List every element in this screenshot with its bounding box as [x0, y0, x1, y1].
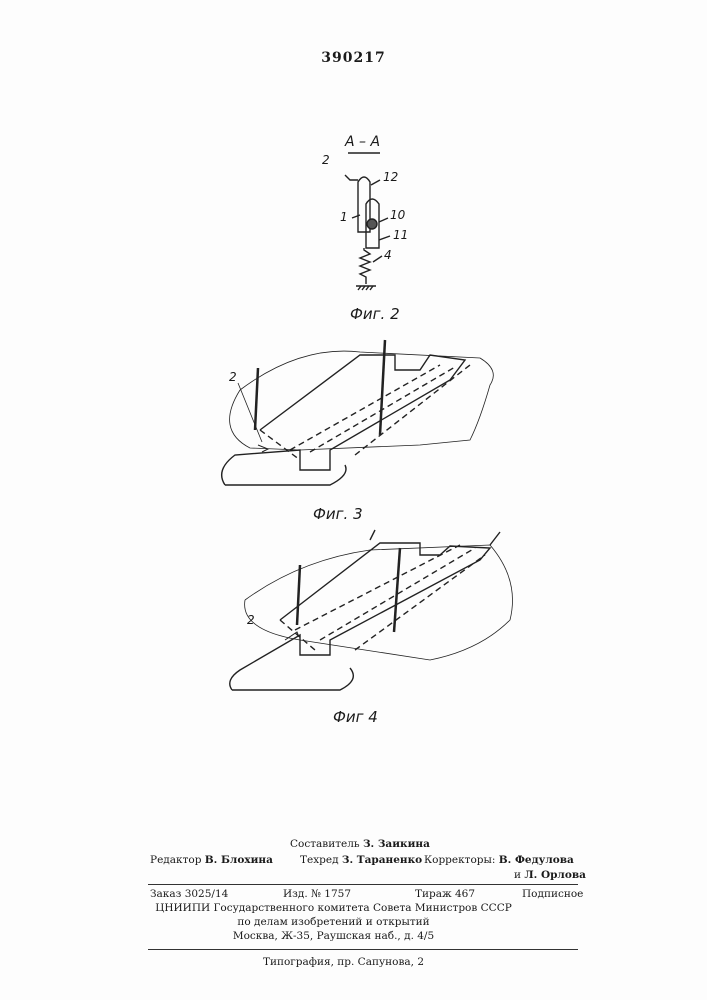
corrector1-name: В. Федулова	[499, 854, 574, 866]
editor-line: Редактор В. Блохина	[150, 854, 273, 866]
order-number: Заказ 3025/14	[150, 888, 228, 900]
editor-name: В. Блохина	[205, 854, 273, 866]
fig4-drawing	[230, 530, 513, 690]
org-address: Москва, Ж-35, Раушская наб., д. 4/5	[0, 930, 687, 942]
fig2-ref-label: 11	[393, 228, 408, 242]
printer-line: Типография, пр. Сапунова, 2	[0, 956, 697, 968]
fig2-caption: Фиг. 2	[350, 305, 400, 323]
edition-number: Изд. № 1757	[283, 888, 351, 900]
org-line-1: ЦНИИПИ Государственного комитета Совета …	[0, 902, 687, 914]
fig3-ref-label: 2	[229, 370, 237, 384]
fig2-ref-label: 10	[390, 208, 405, 222]
fig3-drawing	[222, 340, 494, 485]
fig2-ref-label: 2	[322, 153, 330, 167]
fig4-ref-label: 2	[247, 613, 255, 627]
corrector2-prefix: и	[514, 869, 521, 881]
compiler-line: Составитель З. Заикина	[290, 838, 430, 850]
fig3-caption: Фиг. 3	[313, 505, 363, 523]
fig4-caption: Фиг 4	[333, 708, 378, 726]
divider	[148, 949, 578, 950]
correctors-label: Корректоры:	[424, 854, 495, 866]
compiler-label: Составитель	[290, 838, 360, 850]
org-line-2: по делам изобретений и открытий	[0, 916, 687, 928]
fig2-ref-label: 4	[384, 248, 392, 262]
correctors-line: Корректоры: В. Федулова	[424, 854, 574, 866]
techred-line: Техред З. Тараненко	[300, 854, 422, 866]
editor-label: Редактор	[150, 854, 201, 866]
fig2-ref-label: 1	[340, 210, 348, 224]
corrector2-name: Л. Орлова	[524, 869, 586, 881]
fig2-ref-label: 12	[383, 170, 398, 184]
techred-label: Техред	[300, 854, 339, 866]
corrector2-line: и Л. Орлова	[514, 869, 586, 881]
subscription: Подписное	[522, 888, 583, 900]
compiler-name: З. Заикина	[363, 838, 430, 850]
divider	[148, 884, 578, 885]
fig2-section-label: А – А	[345, 134, 380, 150]
print-run: Тираж 467	[415, 888, 475, 900]
techred-name: З. Тараненко	[342, 854, 422, 866]
